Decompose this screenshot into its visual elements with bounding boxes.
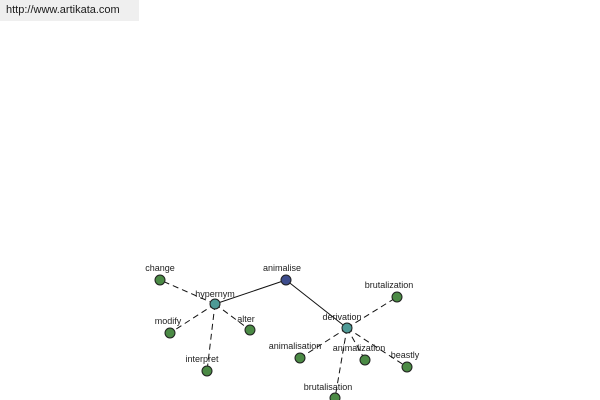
edge-hypernym-modify [169,303,216,334]
node-animalisation-label: animalisation [269,341,322,351]
node-change[interactable]: change [145,263,175,286]
node-animalization-dot[interactable] [359,354,371,366]
node-brutalization-dot[interactable] [391,291,403,303]
node-interpret-dot[interactable] [201,365,213,377]
edge-derivation-animalization [346,327,366,361]
node-animalization-label: animalization [333,343,386,353]
node-brutalization-label: brutalization [365,280,414,290]
node-change-dot[interactable] [154,274,166,286]
node-beastly[interactable]: beastly [391,350,420,373]
edge-animalise-derivation [285,279,348,329]
node-brutalisation-dot[interactable] [329,392,341,400]
node-hypernym-label: hypernym [195,289,235,299]
node-brutalisation-label: brutalisation [304,382,353,392]
edge-hypernym-interpret [206,303,216,372]
node-modify[interactable]: modify [155,316,182,339]
node-animalisation-dot[interactable] [294,352,306,364]
node-interpret-label: interpret [185,354,219,364]
node-hypernym-dot[interactable] [209,298,221,310]
node-beastly-dot[interactable] [401,361,413,373]
edge-derivation-brutalisation [334,327,348,399]
node-change-label: change [145,263,175,273]
node-animalise[interactable]: animalise [263,263,301,286]
node-interpret[interactable]: interpret [185,354,219,377]
node-brutalisation[interactable]: brutalisation [304,382,353,400]
node-hypernym[interactable]: hypernym [195,289,235,310]
node-animalization[interactable]: animalization [333,343,386,366]
node-animalise-label: animalise [263,263,301,273]
edge-hypernym-change [159,279,216,305]
node-modify-dot[interactable] [164,327,176,339]
source-url-text: http://www.artikata.com [6,4,120,16]
edge-animalise-hypernym [214,279,287,305]
node-derivation-label: derivation [322,312,361,322]
node-modify-label: modify [155,316,182,326]
node-brutalization[interactable]: brutalization [365,280,414,303]
node-alter-label: alter [237,314,255,324]
graph-edges [159,279,408,399]
node-alter-dot[interactable] [244,324,256,336]
node-animalisation[interactable]: animalisation [269,341,322,364]
source-banner: http://www.artikata.com [0,0,139,21]
graph-nodes: animalise hypernym derivation change modify a… [145,263,420,400]
edge-hypernym-alter [214,303,251,331]
node-derivation-dot[interactable] [341,322,353,334]
node-beastly-label: beastly [391,350,420,360]
edge-derivation-beastly [346,327,408,368]
node-derivation[interactable]: derivation [322,312,362,334]
node-alter[interactable]: alter [237,314,256,336]
node-animalise-dot[interactable] [280,274,292,286]
